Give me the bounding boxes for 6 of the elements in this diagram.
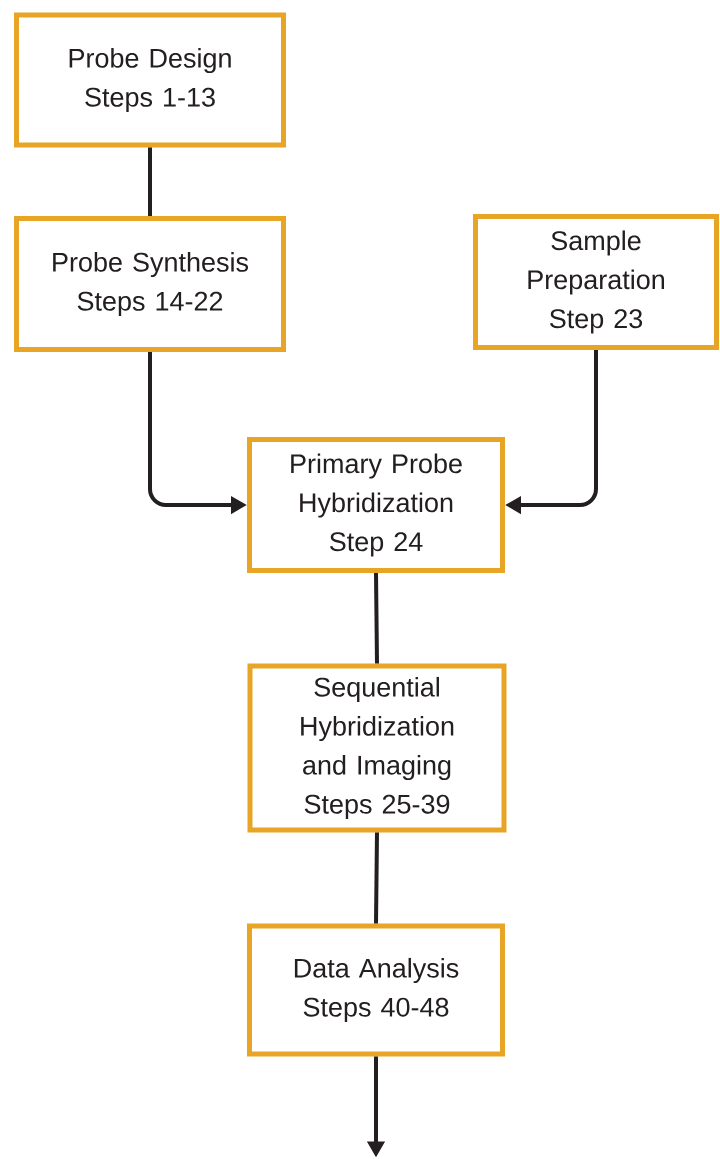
process-box: Probe Design Steps 1-13: [14, 12, 286, 148]
process-box: Primary Probe Hybridization Step 24: [247, 437, 505, 573]
process-box: Sequential Hybridization and Imaging Steps 25-39: [247, 663, 507, 833]
process-box: Data Analysis Steps 40-48: [247, 923, 505, 1057]
process-box: Probe Synthesis Steps 14-22: [14, 216, 286, 352]
process-box: Sample Preparation Step 23: [473, 214, 719, 350]
